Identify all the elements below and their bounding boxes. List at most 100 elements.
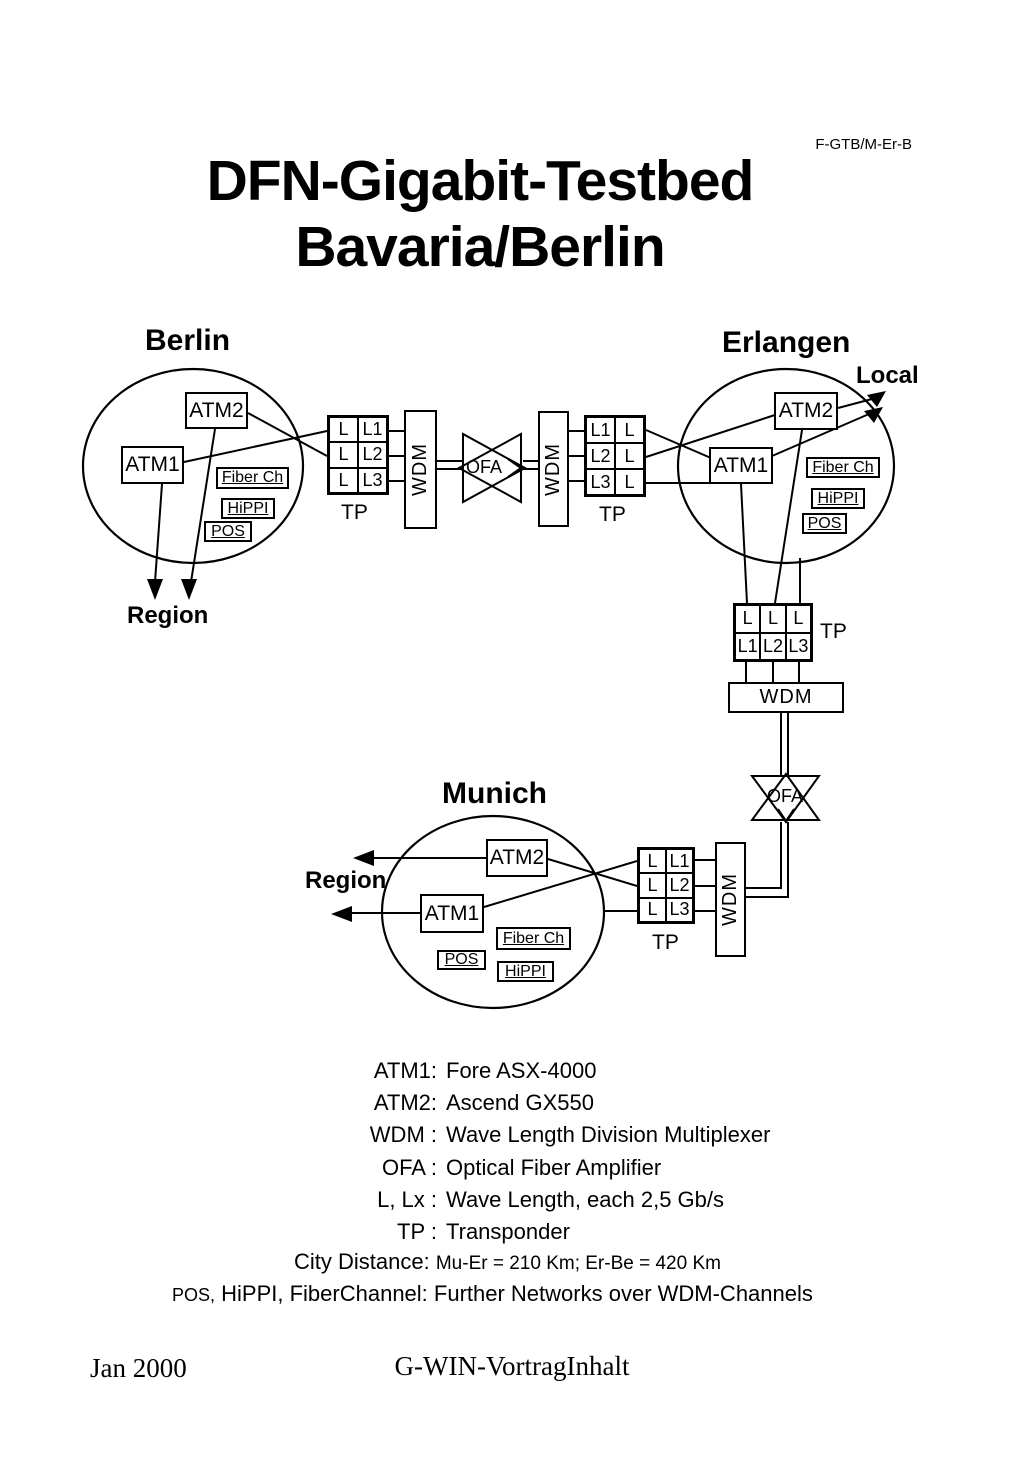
ofa-mid-symbol [456, 432, 528, 504]
erlangen-pos-label: POS [807, 514, 842, 532]
legend-row: WDM : Wave Length Division Multiplexer [0, 1122, 1024, 1148]
tp-cell: L2 [586, 443, 615, 469]
munich-pos-box: POS [437, 950, 486, 970]
berlin-region-arrowhead-2 [181, 579, 197, 600]
legend-term: TP : [397, 1219, 437, 1244]
legend-row: TP : Transponder [0, 1219, 1024, 1245]
tp-cell: L [785, 605, 811, 633]
tp-cell: L [329, 442, 358, 468]
legend-term: L, Lx : [377, 1187, 437, 1212]
footer-title: G-WIN-VortragInhalt [394, 1351, 630, 1381]
berlin-tp-grid: L L1 L L2 L L3 [327, 415, 389, 495]
wdm-left-label: WDM [409, 443, 432, 496]
legend-desc: Wave Length Division Multiplexer [446, 1122, 771, 1147]
legend-desc: Wave Length, each 2,5 Gb/s [446, 1187, 725, 1212]
munich-atm1-box: ATM1 [420, 894, 484, 933]
tp-cell: L3 [358, 467, 387, 493]
legend-desc: Fore ASX-4000 [446, 1058, 597, 1083]
tp-cell: L3 [586, 469, 615, 495]
footer-date: Jan 2000 [90, 1353, 187, 1383]
page-title-line2: Bavaria/Berlin [295, 215, 665, 279]
legend-term: ATM1: [373, 1058, 437, 1083]
tp-cell: L [329, 467, 358, 493]
berlin-fiberch-box: Fiber Ch [216, 467, 289, 489]
erlangen-lower-tp-label: TP [820, 620, 847, 643]
legend-term: ATM2: [373, 1090, 437, 1115]
munich-region-label: Region [305, 867, 387, 894]
berlin-label: Berlin [145, 324, 231, 357]
page-title-line1: DFN-Gigabit-Testbed [206, 149, 755, 213]
berlin-pos-label: POS [211, 522, 245, 540]
legend-further-networks: POS, HiPPI, FiberChannel: Further Networ… [172, 1281, 813, 1307]
tp-cell: L [639, 849, 666, 874]
city-distance-label: City Distance: [294, 1249, 430, 1274]
legend-row: OFA : Optical Fiber Amplifier [0, 1155, 1024, 1181]
tp-cell: L [639, 897, 666, 922]
erlangen-right-tp-label: TP [599, 503, 626, 526]
wdm-right-box: WDM [538, 411, 569, 527]
berlin-atm2-box: ATM2 [185, 392, 248, 429]
tp-cell: L2 [760, 632, 786, 660]
legend-desc: Optical Fiber Amplifier [446, 1155, 662, 1180]
legend-term: OFA : [381, 1155, 437, 1180]
tp-cell: L [639, 873, 666, 898]
tp-cell: L3 [666, 897, 693, 922]
wdm-munich-label: WDM [719, 873, 742, 926]
tp-cell: L1 [358, 417, 387, 443]
wdm-erlangen-box: WDM [728, 682, 844, 713]
munich-region-arrowhead-1 [353, 850, 374, 866]
munich-pos-label: POS [444, 951, 479, 968]
legend-desc: Ascend GX550 [446, 1090, 594, 1115]
erlangen-hippi-box: HiPPI [811, 488, 865, 509]
munich-hippi-box: HiPPI [497, 961, 554, 982]
berlin-pos-box: POS [204, 521, 252, 542]
munich-tp-label: TP [652, 931, 679, 954]
tp-cell: L2 [666, 873, 693, 898]
tp-cell: L [615, 469, 644, 495]
erlangen-fiberch-box: Fiber Ch [806, 457, 880, 478]
tp-cell: L [615, 417, 644, 443]
tp-cell: L2 [358, 442, 387, 468]
munich-atm2-box: ATM2 [486, 839, 548, 877]
ofa-mid-label: OFA [466, 457, 503, 477]
munich-hippi-label: HiPPI [505, 962, 546, 980]
berlin-tp-label: TP [341, 501, 368, 524]
munich-label: Munich [442, 777, 547, 810]
berlin-hippi-box: HiPPI [221, 498, 275, 519]
legend-term: WDM : [369, 1122, 437, 1147]
munich-tp-grid: L L1 L L2 L L3 [637, 847, 695, 924]
tp-cell: L [735, 605, 761, 633]
tp-cell: L [615, 443, 644, 469]
tp-cell: L1 [586, 417, 615, 443]
connection-lines [154, 398, 873, 914]
munich-fiberch-box: Fiber Ch [496, 927, 571, 950]
tp-cell: L [329, 417, 358, 443]
wdm-right-label: WDM [542, 442, 565, 496]
tp-cell: L1 [735, 632, 761, 660]
wdm-left-box: WDM [404, 410, 437, 529]
local-label: Local [856, 362, 919, 389]
erlangen-label: Erlangen [722, 326, 851, 359]
erlangen-fiberch-label: Fiber Ch [812, 458, 874, 476]
berlin-hippi-label: HiPPI [227, 499, 269, 517]
ofa-south-label: OFA [767, 786, 804, 806]
ofa-south-symbol [750, 772, 821, 824]
berlin-region-label: Region [127, 602, 209, 629]
legend-desc: Transponder [446, 1219, 570, 1244]
erlangen-local-arrowhead-1 [867, 391, 886, 407]
doc-code: F-GTB/M-Er-B [815, 136, 912, 153]
berlin-fiberch-label: Fiber Ch [221, 469, 284, 486]
legend-row: ATM1: Fore ASX-4000 [0, 1058, 1024, 1084]
legend-row: ATM2: Ascend GX550 [0, 1090, 1024, 1116]
wdm-munich-box: WDM [715, 842, 746, 957]
berlin-region-arrowhead-1 [147, 579, 163, 600]
berlin-atm1-box: ATM1 [121, 446, 184, 484]
tp-cell: L1 [666, 849, 693, 874]
erlangen-atm2-box: ATM2 [774, 392, 838, 430]
tp-cell: L3 [785, 632, 811, 660]
erlangen-local-arrowhead-2 [864, 407, 883, 423]
erlangen-cloud-ellipse [676, 367, 896, 565]
networks-text: HiPPI, FiberChannel: Further Networks ov… [221, 1281, 813, 1306]
